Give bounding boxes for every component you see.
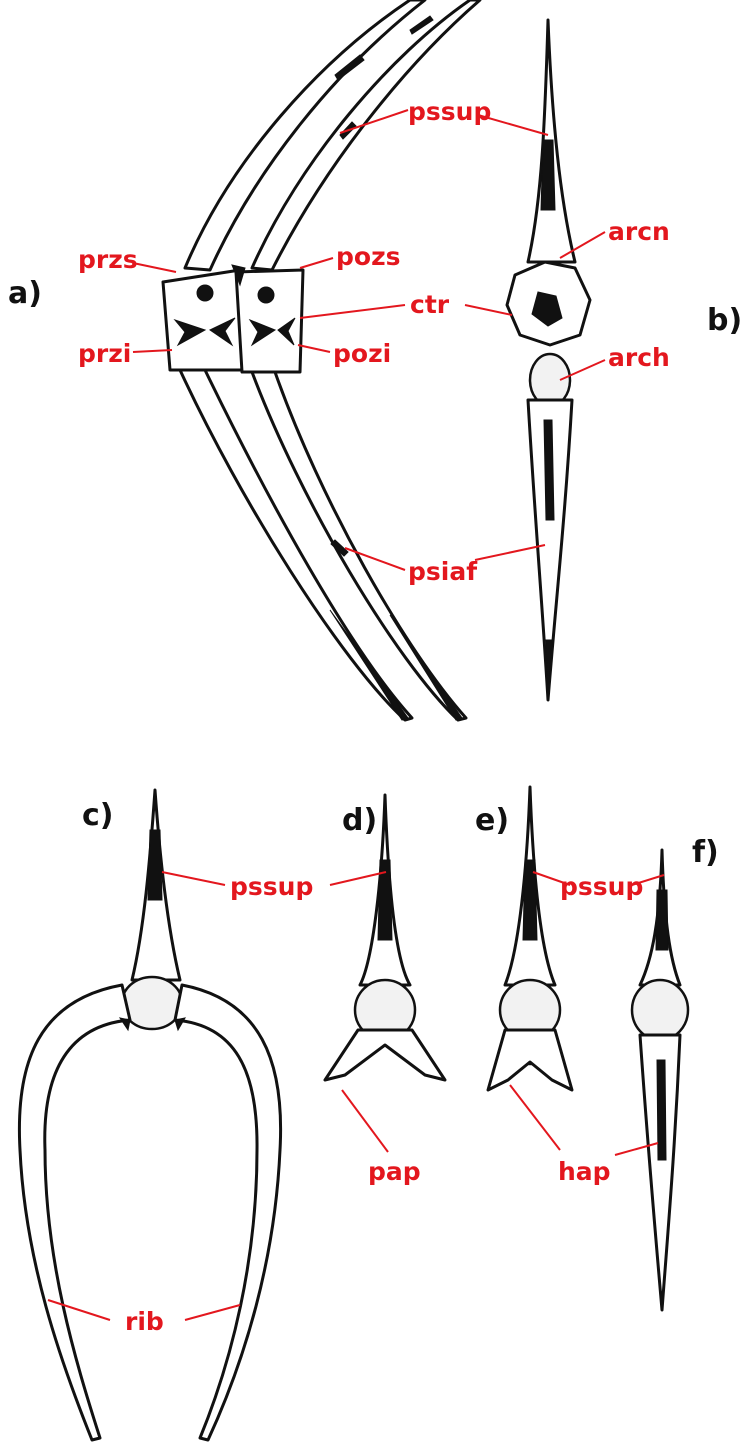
label-arch: arch	[608, 343, 670, 372]
haemal-process-e	[488, 1030, 572, 1090]
label-arcn: arcn	[608, 217, 670, 246]
leader-pap	[342, 1090, 388, 1152]
parapophysis-d	[325, 1030, 445, 1080]
rib-left	[19, 985, 130, 1440]
label-pssup-cd: pssup	[230, 872, 313, 901]
leader-ctr-b	[465, 305, 512, 315]
leader-pozs	[300, 258, 333, 268]
leader-pozi	[298, 345, 330, 352]
panel-label-e: e)	[475, 803, 509, 838]
label-przs: przs	[78, 245, 138, 274]
panel-label-f: f)	[692, 835, 719, 870]
leader-przi	[133, 350, 172, 352]
centrum-f	[632, 980, 688, 1040]
label-pozi: pozi	[333, 339, 391, 368]
label-hap: hap	[558, 1157, 611, 1186]
panel-label-a: a)	[8, 276, 42, 311]
neural-spine-left	[185, 0, 425, 270]
label-ctr: ctr	[410, 290, 450, 319]
label-pap: pap	[368, 1157, 421, 1186]
leader-hap-e	[510, 1085, 560, 1150]
label-psiaf: psiaf	[408, 557, 478, 586]
label-pozs: pozs	[336, 242, 401, 271]
centrum-c	[122, 977, 182, 1029]
label-pssup-ef: pssup	[560, 872, 643, 901]
rib-right	[175, 985, 281, 1440]
label-rib: rib	[125, 1307, 164, 1336]
vertebra-anterior-b	[507, 20, 590, 700]
vertebra-f	[632, 850, 688, 1310]
panel-label-c: c)	[82, 798, 114, 833]
panel-label-d: d)	[342, 803, 377, 838]
leader-psiaf-b	[475, 545, 545, 560]
leader-rib-right	[185, 1305, 240, 1320]
haemal-arch-b	[530, 354, 570, 406]
label-przi: przi	[78, 339, 131, 368]
leader-pssup-c	[162, 872, 225, 885]
leader-przs	[133, 263, 176, 272]
haemal-spine-left	[180, 370, 412, 720]
label-pssup-top: pssup	[408, 97, 491, 126]
panel-label-b: b)	[707, 303, 742, 338]
leader-ctr-a	[300, 305, 405, 318]
leader-pssup-d	[330, 872, 386, 885]
